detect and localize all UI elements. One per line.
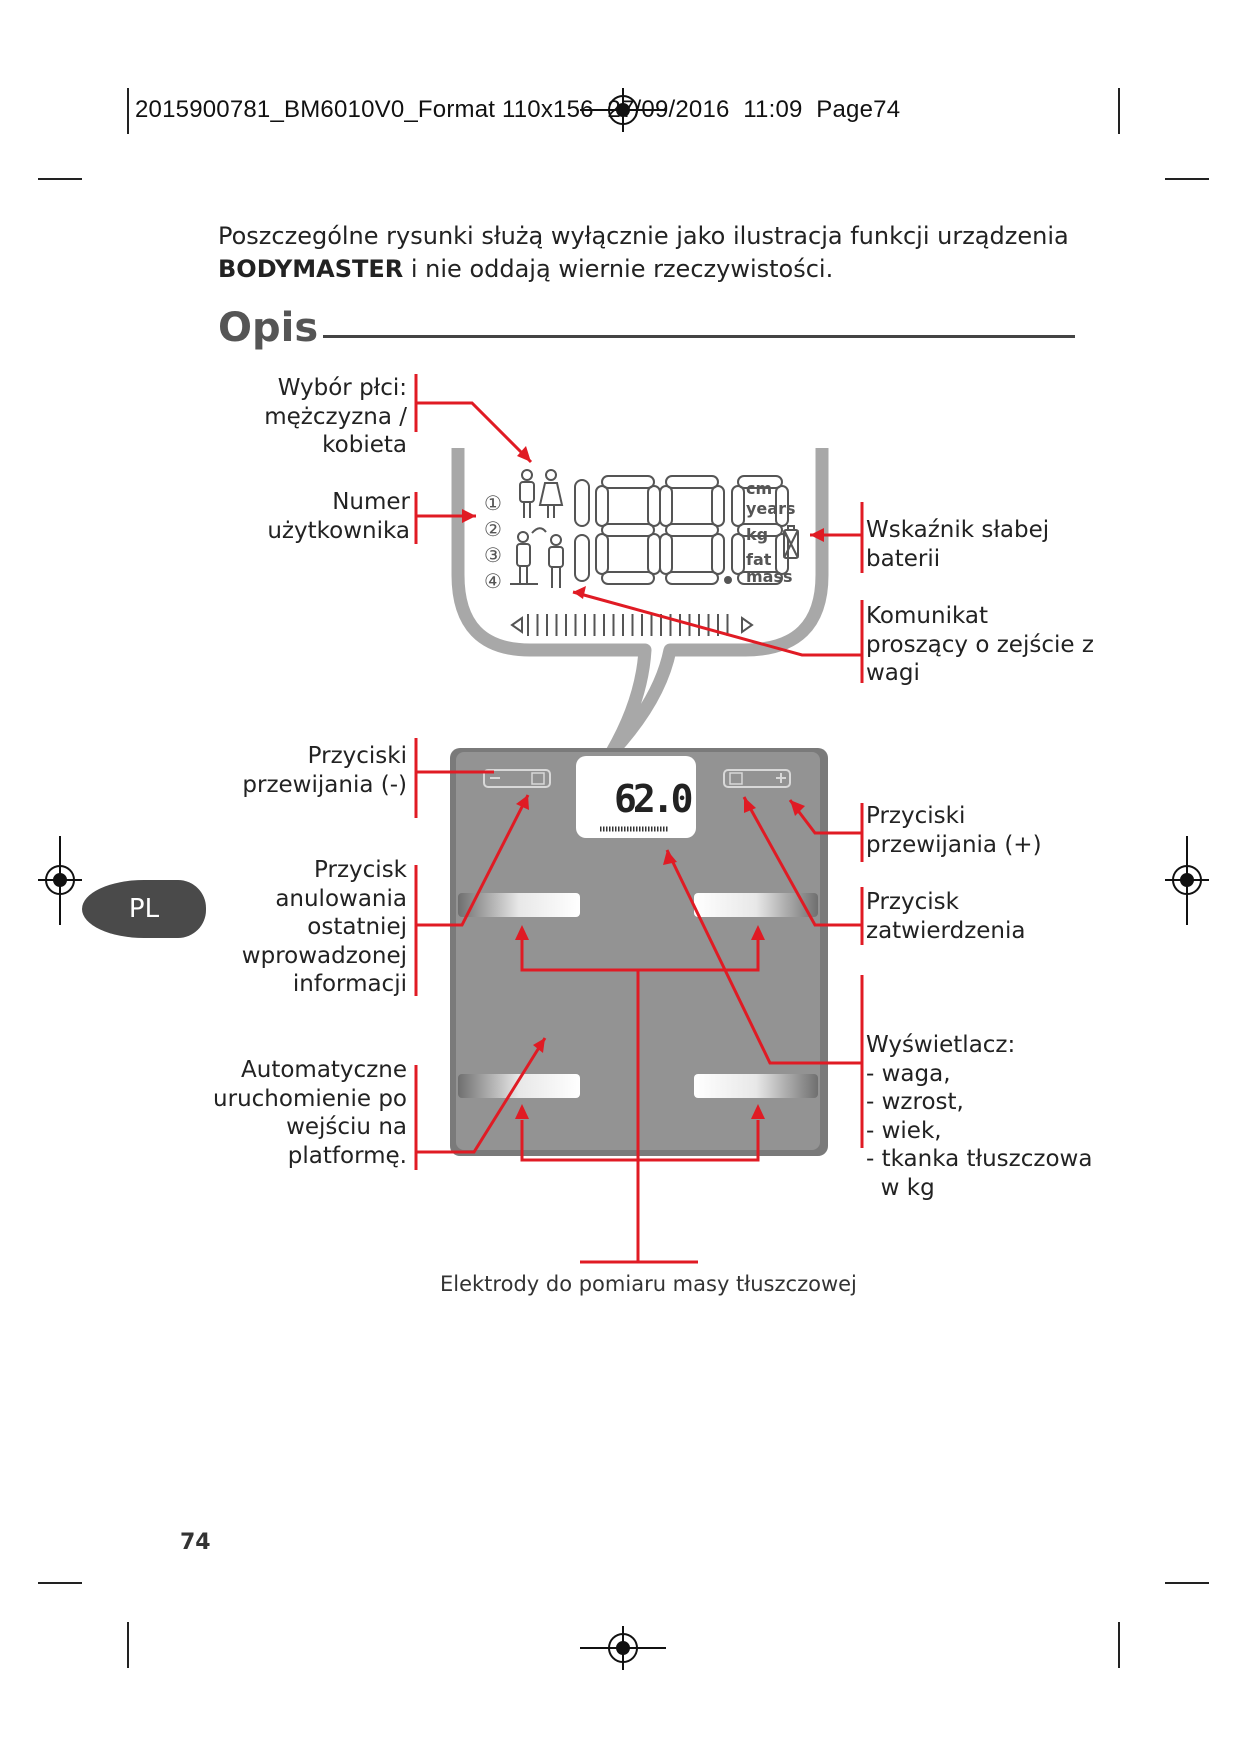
unit-fat: fat — [746, 550, 772, 569]
electrode-top-right — [694, 893, 818, 917]
user-2-icon: ② — [484, 517, 502, 541]
brand-name: BODYMASTER — [218, 255, 404, 283]
digit-one — [574, 534, 590, 582]
crop-mark — [1118, 88, 1120, 134]
print-slug: 2015900781_BM6010V0_Format 110x156 27/09… — [135, 96, 901, 123]
female-icon — [538, 469, 564, 518]
lcd-user-numbers: ① ② ③ ④ — [484, 491, 502, 593]
intro-line-2: i nie oddają wiernie rzeczywistości. — [403, 255, 834, 283]
crop-mark — [1165, 1582, 1209, 1584]
user-3-icon: ③ — [484, 543, 502, 567]
language-tab: PL — [82, 880, 206, 938]
user-4-icon: ④ — [484, 569, 502, 593]
registration-target-icon — [1165, 836, 1209, 925]
electrode-bottom-left — [458, 1074, 580, 1098]
electrode-top-left — [458, 893, 580, 917]
crop-mark — [127, 88, 129, 134]
page-number: 74 — [180, 1530, 211, 1555]
unit-cm: cm — [746, 479, 772, 498]
unit-mass: mass — [746, 567, 793, 586]
scroll-minus-button — [483, 769, 551, 788]
crop-mark — [1118, 1622, 1120, 1668]
decimal-point — [724, 576, 732, 584]
scroll-plus-button — [723, 769, 791, 788]
lcd-digits — [574, 475, 789, 585]
crop-mark — [38, 1582, 82, 1584]
male-icon — [519, 469, 535, 518]
scale-display-window — [576, 756, 696, 838]
user-1-icon: ① — [484, 491, 502, 515]
crop-mark — [1165, 178, 1209, 180]
lcd-units: cm years kg fat mass — [746, 479, 796, 586]
registration-target-icon — [38, 836, 82, 925]
section-title-rule — [323, 335, 1075, 338]
unit-years: years — [746, 499, 796, 518]
callout-arrowheads — [462, 446, 824, 1119]
unit-kg: kg — [746, 525, 768, 544]
step-off-person-icon — [548, 534, 564, 588]
crop-mark — [127, 1622, 129, 1668]
section-title: Opis — [218, 305, 319, 351]
label-gender-select: Wybór płci:mężczyzna /kobieta — [264, 375, 407, 458]
intro-paragraph: Poszczególne rysunki służą wyłącznie jak… — [218, 220, 1098, 286]
intro-line-1: Poszczególne rysunki służą wyłącznie jak… — [218, 222, 1069, 250]
person-on-scale-icon — [510, 527, 547, 585]
electrode-bottom-right — [694, 1074, 818, 1098]
battery-icon — [783, 525, 799, 559]
digit-8 — [595, 475, 661, 585]
digit-one — [574, 479, 590, 527]
crop-mark — [38, 178, 82, 180]
digit-8 — [659, 475, 725, 585]
registration-target-icon — [580, 88, 666, 132]
label-display: Wyświetlacz:- waga,- wzrost,- wiek,- tka… — [866, 1032, 1093, 1201]
scale-display-value: 62.0 — [614, 777, 692, 821]
electrodes-caption: Elektrody do pomiaru masy tłuszczowej — [440, 1272, 857, 1296]
registration-target-icon — [580, 1626, 666, 1670]
lcd-progress-bar — [510, 616, 754, 634]
callout-lines — [414, 374, 864, 1264]
scale-body — [456, 752, 820, 1150]
digit-8 — [731, 475, 789, 585]
